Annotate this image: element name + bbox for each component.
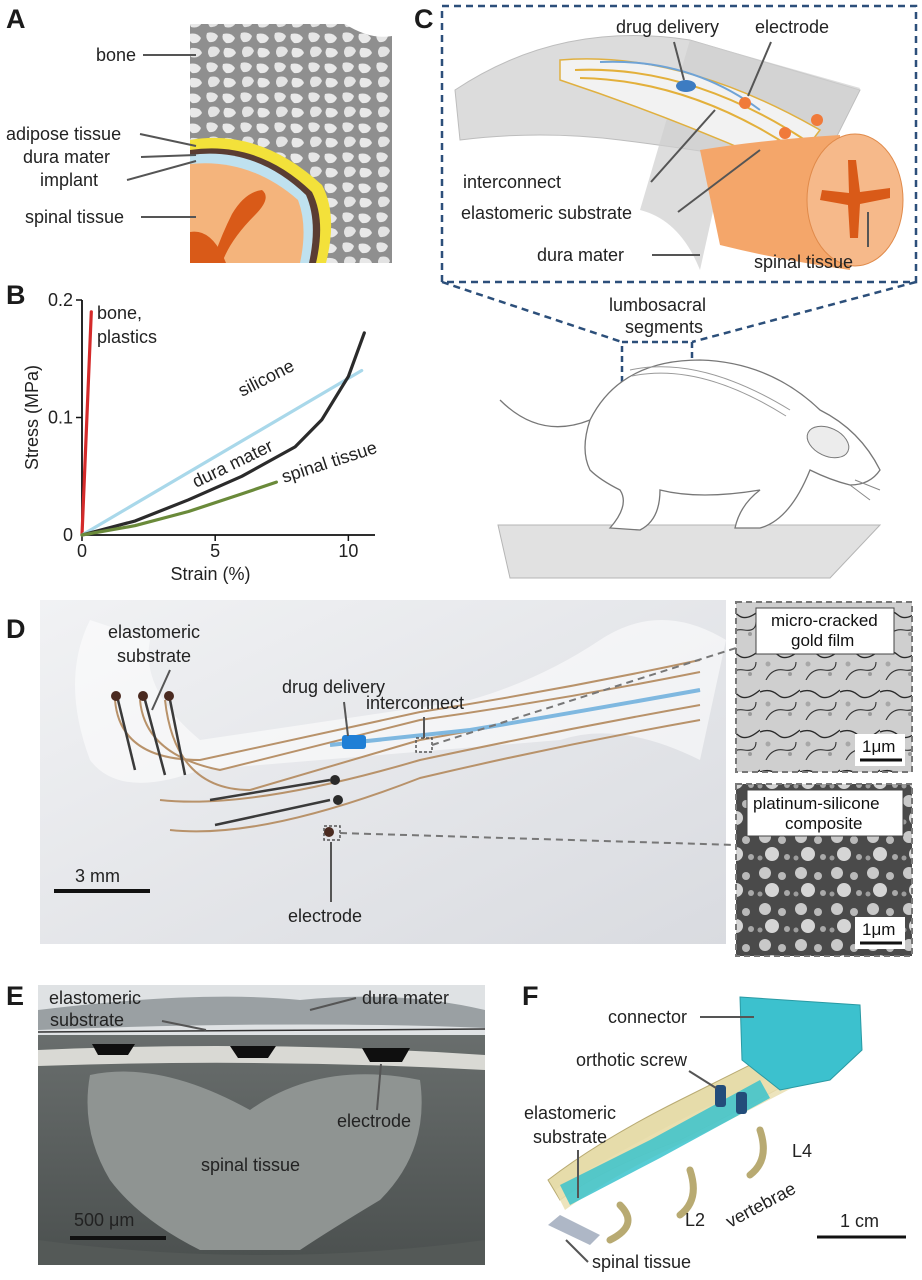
label-dura-mater: dura mater	[23, 147, 110, 167]
label-gold-film: gold film	[791, 631, 854, 650]
label-segments: segments	[625, 317, 703, 337]
panel-e: E elastomeric substrate dura mater elect…	[6, 981, 486, 1265]
leader-electrode	[747, 41, 772, 97]
label-l2: L2	[685, 1210, 705, 1230]
scale-label-500um: 500 μm	[74, 1210, 134, 1230]
ct-reconstruction	[547, 996, 863, 1245]
zoom-line-gold	[431, 647, 737, 746]
leader-substrate-d	[151, 669, 171, 711]
label-composite: composite	[785, 814, 862, 833]
zoom-line-platinum	[339, 832, 737, 846]
label-interconnect: interconnect	[366, 693, 464, 713]
label-micro-cracked: micro-cracked	[771, 611, 878, 630]
label-elastomeric: elastomeric	[108, 622, 200, 642]
histology-drawing	[37, 985, 486, 1265]
series-line-silicone	[80, 368, 364, 537]
y-tick-label-0: 0	[63, 525, 73, 545]
label-elastomeric-substrate: elastomeric substrate	[461, 203, 632, 223]
label-drug-delivery: drug delivery	[282, 677, 385, 697]
x-tick-label-5: 5	[210, 541, 220, 561]
label-connector: connector	[608, 1007, 687, 1027]
panel-a: A bone adipose tissue dura mater implant…	[6, 4, 392, 263]
label-drug-delivery: drug delivery	[616, 17, 719, 37]
leader-dura-e	[309, 997, 357, 1011]
label-spinal-tissue: spinal tissue	[25, 207, 124, 227]
label-electrode: electrode	[755, 17, 829, 37]
panel-letter-f: F	[522, 981, 539, 1011]
scale-label-1cm: 1 cm	[840, 1211, 879, 1231]
curve-label-silicone: silicone	[235, 355, 298, 400]
label-platinum-silicone: platinum-silicone	[753, 794, 880, 813]
label-substrate: substrate	[50, 1010, 124, 1030]
zoom-connector-left	[441, 280, 623, 344]
leader-substrate	[677, 149, 761, 213]
label-electrode: electrode	[288, 906, 362, 926]
leader-adipose	[139, 133, 197, 147]
sem-gold-film: micro-cracked gold film 1μm	[735, 601, 913, 773]
label-implant: implant	[40, 170, 98, 190]
leader-spinal-f	[565, 1239, 589, 1263]
label-substrate: substrate	[117, 646, 191, 666]
zoom-connector-right	[691, 280, 917, 344]
x-tick-label-0: 0	[77, 541, 87, 561]
curve-label-bone-line2: plastics	[97, 327, 157, 347]
y-tick-label-0.2: 0.2	[48, 290, 73, 310]
label-elastomeric: elastomeric	[524, 1103, 616, 1123]
leader-orthotic-screw	[688, 1070, 717, 1089]
curve-label-bone-line1: bone,	[97, 303, 142, 323]
panel-letter-a: A	[6, 4, 26, 34]
sem-platinum-silicone: platinum-silicone composite 1μm	[735, 783, 913, 957]
scale-label-3mm: 3 mm	[75, 866, 120, 886]
series-line-spinal-tissue	[80, 480, 278, 537]
y-tick-label-0.1: 0.1	[48, 408, 73, 428]
implant-illustration	[454, 35, 904, 270]
panel-letter-d: D	[6, 614, 26, 644]
label-lumbosacral: lumbosacral	[609, 295, 706, 315]
x-axis-label: Strain (%)	[170, 564, 250, 584]
x-tick-label-10: 10	[338, 541, 358, 561]
series-line-bone-plastics	[80, 310, 93, 537]
label-bone: bone	[96, 45, 136, 65]
series-line-dura-mater	[80, 331, 366, 537]
y-axis-label: Stress (MPa)	[22, 365, 42, 470]
leader-implant	[126, 160, 197, 181]
panel-c: C drug delivery electrode interconnect e…	[414, 4, 918, 579]
label-dura-mater: dura mater	[537, 245, 624, 265]
rat-illustration	[497, 359, 882, 579]
curve-label-spinal-tissue: spinal tissue	[279, 437, 379, 487]
leader-interconnect	[650, 109, 716, 183]
label-elastomeric: elastomeric	[49, 988, 141, 1008]
panel-letter-c: C	[414, 4, 434, 34]
leader-substrate-e	[161, 1020, 207, 1031]
panel-letter-b: B	[6, 280, 26, 310]
label-spinal-tissue: spinal tissue	[754, 252, 853, 272]
panel-d: D	[6, 600, 913, 957]
label-substrate: substrate	[533, 1127, 607, 1147]
leader-dura	[140, 154, 197, 158]
label-orthotic-screw: orthotic screw	[576, 1050, 688, 1070]
panel-f: F connector orthotic screw elastomeric s…	[522, 981, 906, 1272]
panel-letter-e: E	[6, 981, 24, 1011]
label-dura-mater: dura mater	[362, 988, 449, 1008]
scale-label-platinum: 1μm	[862, 920, 895, 939]
label-spinal-tissue: spinal tissue	[201, 1155, 300, 1175]
label-adipose-tissue: adipose tissue	[6, 124, 121, 144]
label-l4: L4	[792, 1141, 812, 1161]
zoom-inset-frame	[440, 4, 918, 284]
label-vertebrae: vertebrae	[722, 1178, 799, 1231]
leader-electrode-e	[376, 1063, 382, 1111]
leader-drug-delivery	[673, 41, 685, 81]
scale-label-gold: 1μm	[862, 737, 895, 756]
label-spinal-tissue: spinal tissue	[592, 1252, 691, 1272]
leader-drug-d	[343, 701, 349, 737]
label-interconnect: interconnect	[463, 172, 561, 192]
anatomy-cross-section	[190, 24, 392, 263]
label-electrode: electrode	[337, 1111, 411, 1131]
